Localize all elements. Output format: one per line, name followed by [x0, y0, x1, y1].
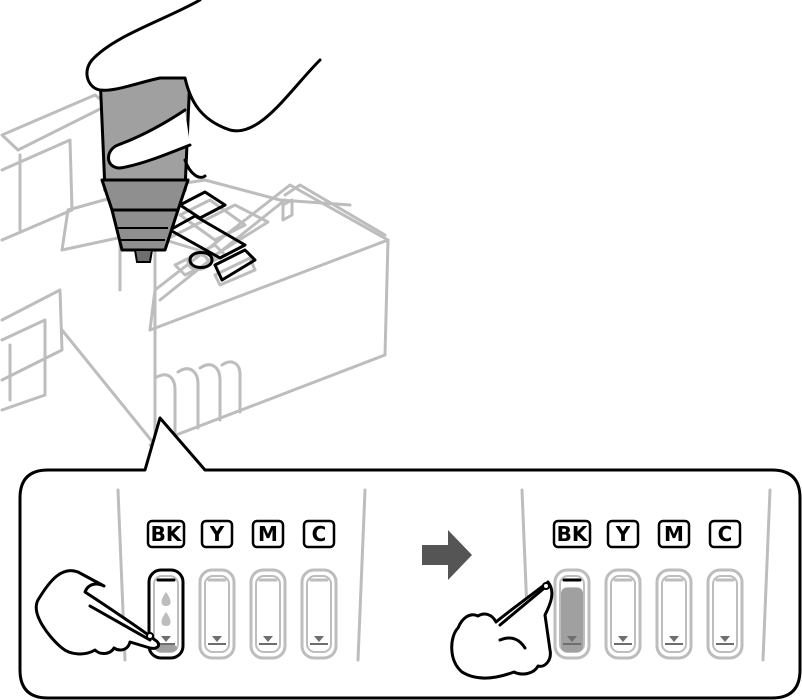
tank-label-c: C: [718, 522, 733, 546]
tank-label-y: Y: [615, 522, 631, 546]
ink-level-fill: [561, 587, 583, 652]
tank-label-c: C: [312, 522, 327, 546]
printer-body: [2, 95, 388, 446]
tank-label-bk: BK: [151, 522, 183, 546]
tank-label-m: M: [258, 522, 278, 546]
tank-label-y: Y: [209, 522, 225, 546]
tank-label-m: M: [664, 522, 684, 546]
tank-label-bk: BK: [557, 522, 589, 546]
hand-holding-bottle-icon: [87, 0, 320, 177]
